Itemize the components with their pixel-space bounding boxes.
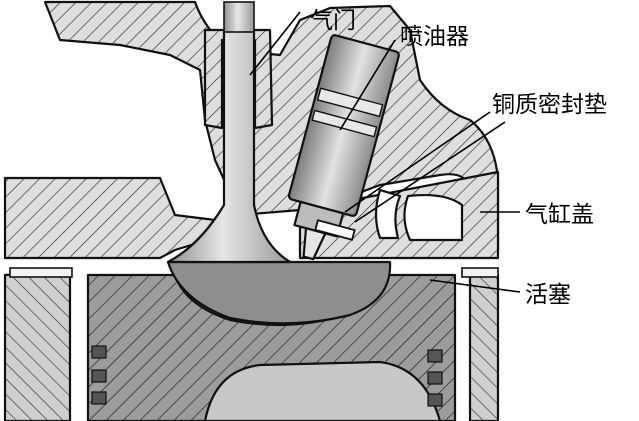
- copper-seal-washer: [314, 219, 356, 241]
- cylinder-wall-right: [468, 273, 500, 421]
- piston-rings-right: [427, 349, 443, 407]
- intake-valve: [166, 28, 292, 264]
- label-cylinder-head: 气缸盖: [525, 202, 594, 228]
- label-copper-seal: 铜质密封垫: [492, 92, 607, 118]
- cylinder-wall-left: [3, 268, 72, 421]
- combustion-bowl: [166, 260, 392, 325]
- piston-rings-left: [91, 345, 107, 405]
- head-gasket-left: [9, 267, 73, 278]
- coolant-passage-2: [403, 193, 464, 242]
- head-gasket-right: [461, 267, 499, 278]
- coolant-passage: [374, 188, 402, 240]
- piston-gallery: [203, 360, 442, 421]
- label-injector: 喷油器: [400, 24, 469, 50]
- valve-stem-tip: [223, 1, 255, 33]
- label-piston: 活塞: [525, 282, 571, 308]
- label-valve: 气门: [310, 8, 356, 34]
- leader-lines: [249, 11, 521, 293]
